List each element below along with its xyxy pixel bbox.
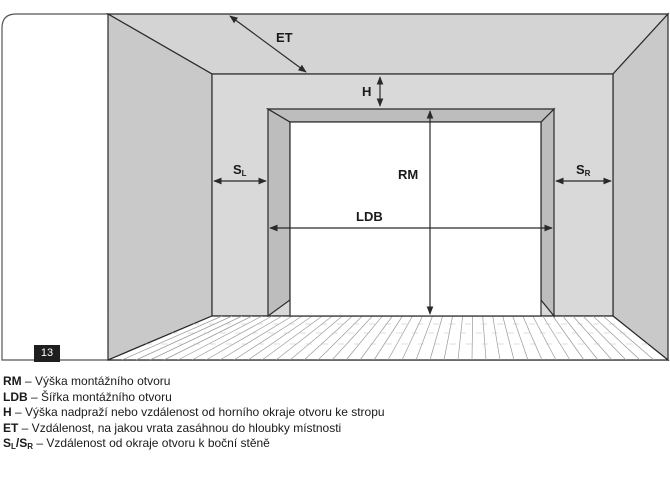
floor-board-line bbox=[542, 315, 571, 361]
floor-board-line bbox=[331, 315, 373, 361]
floor-board-line bbox=[582, 315, 627, 361]
sr-label-sub: R bbox=[585, 169, 591, 178]
garage-opening-diagram: ET H RM LDB SL SR bbox=[1, 12, 670, 362]
floor-board-line bbox=[163, 315, 253, 361]
ldb-label: LDB bbox=[356, 209, 383, 224]
floor-board-line bbox=[415, 315, 433, 361]
floor-board-line bbox=[522, 315, 543, 361]
floor-board-line bbox=[482, 315, 487, 361]
floor-board-line bbox=[205, 315, 283, 361]
figure-frame: ET H RM LDB SL SR 13 bbox=[1, 12, 670, 362]
frame-border bbox=[1, 13, 108, 361]
floor-board-line bbox=[401, 315, 423, 361]
left-wall bbox=[107, 12, 213, 361]
opening-left-reveal bbox=[267, 107, 291, 318]
floor-board-line bbox=[429, 315, 443, 361]
floor-board-line bbox=[572, 315, 613, 361]
floor-board-line bbox=[219, 315, 293, 361]
floor-board-line bbox=[373, 315, 403, 361]
legend-row-rm: RM – Výška montážního otvoru bbox=[3, 374, 171, 388]
opening-right-reveal bbox=[540, 107, 555, 318]
floor-board-line bbox=[261, 315, 323, 361]
floor-board-line bbox=[275, 315, 333, 361]
legend-row-et: ET – Vzdálenost, na jakou vrata zasáhnou… bbox=[3, 420, 342, 435]
floor-board-line bbox=[532, 315, 557, 361]
legend: RM – Výška montážního otvoru LDB – Šířka… bbox=[3, 374, 385, 455]
floor-board-line bbox=[387, 315, 413, 361]
floor-board-line bbox=[177, 315, 263, 361]
sr-label: SR bbox=[576, 162, 591, 178]
h-label: H bbox=[362, 84, 371, 99]
legend-row-h: H – Výška nadpraží nebo vzdálenost od ho… bbox=[3, 405, 385, 420]
floor-board-line bbox=[592, 315, 641, 361]
floor-boards bbox=[121, 315, 655, 361]
floor-board-line bbox=[562, 315, 599, 361]
floor-board-line bbox=[247, 315, 313, 361]
floor-board-line bbox=[602, 315, 655, 361]
floor-board-line bbox=[233, 315, 303, 361]
legend-row-sl-sr: SL/SR – Vzdálenost od okraje otvoru k bo… bbox=[3, 436, 270, 452]
floor-board-line bbox=[502, 315, 515, 361]
floor-board-line bbox=[303, 315, 353, 361]
floor-board-line bbox=[135, 315, 233, 361]
floor-board-line bbox=[457, 315, 463, 361]
floor-board-line bbox=[359, 315, 393, 361]
rm-label: RM bbox=[398, 167, 418, 182]
et-label: ET bbox=[276, 30, 293, 45]
floor-board-line bbox=[443, 315, 453, 361]
right-wall bbox=[612, 12, 669, 362]
et-dimension-arrow bbox=[229, 15, 307, 73]
door-opening bbox=[289, 121, 542, 317]
sl-label-sub: L bbox=[242, 169, 247, 178]
floor-board-line bbox=[191, 315, 273, 361]
floor-board-line bbox=[149, 315, 243, 361]
sl-label: SL bbox=[233, 162, 247, 178]
floor-board-line bbox=[289, 315, 343, 361]
floor-board-line bbox=[512, 315, 529, 361]
floor-board-line bbox=[121, 315, 223, 361]
floor-board-line bbox=[492, 315, 501, 361]
opening-top-reveal bbox=[265, 108, 556, 123]
floor-board-line bbox=[552, 315, 585, 361]
floor-board-line bbox=[345, 315, 383, 361]
floor-board-line bbox=[471, 315, 473, 361]
figure-number-badge: 13 bbox=[34, 345, 60, 362]
legend-row-ldb: LDB – Šířka montážního otvoru bbox=[3, 389, 172, 404]
floor-board-line bbox=[317, 315, 363, 361]
